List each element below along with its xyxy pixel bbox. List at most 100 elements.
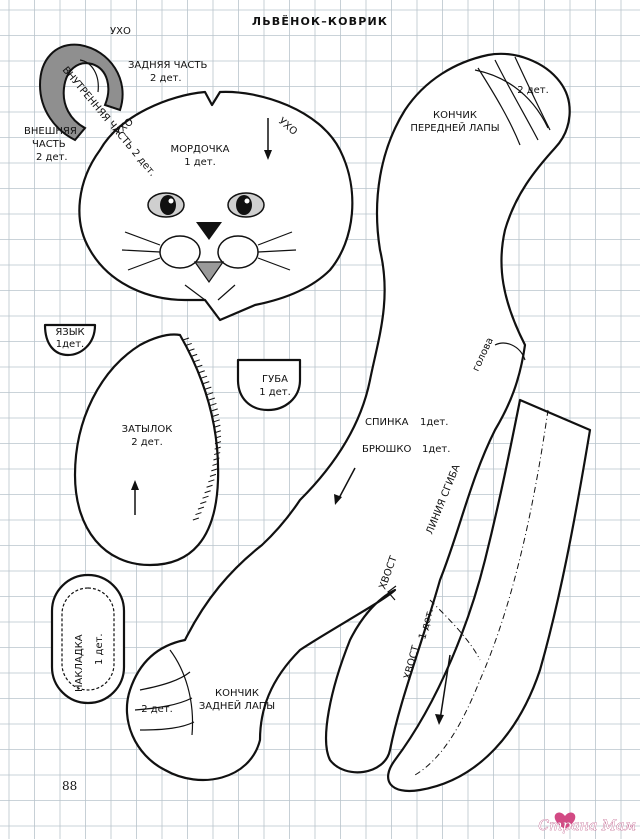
- label-belly-qty: 1дет.: [422, 444, 450, 455]
- grain-arrow-tail: [435, 654, 451, 725]
- seam-tick: [188, 348, 195, 352]
- seam-tick: [211, 408, 218, 412]
- seam-tick: [213, 457, 220, 461]
- label-hind-paw-tip-2: ЗАДНЕЙ ЛАПЫ: [199, 699, 275, 712]
- hind-paw-stripe: [139, 671, 191, 691]
- tail-mark-line: [429, 599, 481, 661]
- front-paw-stripe: [477, 67, 521, 146]
- whiskers: [121, 231, 297, 271]
- seam-tick: [214, 430, 221, 434]
- tail-piece: [387, 398, 592, 793]
- label-back-part-qty: 2 дет.: [150, 73, 182, 84]
- seam-tick: [214, 424, 221, 428]
- seam-tick: [192, 517, 200, 521]
- front-paw-stripe: [494, 59, 539, 141]
- page-title: ЛЬВЁНОК–КОВРИК: [252, 14, 388, 28]
- grain-arrow-body: [334, 467, 356, 505]
- tail-notch: [387, 585, 397, 601]
- seam-tick: [208, 397, 216, 401]
- label-nape-qty: 2 дет.: [131, 437, 163, 448]
- label-front-paw-qty: 2 дет.: [517, 85, 549, 96]
- label-hind-paw-tip-1: КОНЧИК: [215, 688, 259, 699]
- seam-tick: [203, 381, 210, 385]
- label-back: СПИНКА: [365, 417, 409, 428]
- label-back-qty: 1дет.: [420, 417, 448, 428]
- grain-arrow-nape: [131, 480, 139, 515]
- patch-piece: [50, 573, 126, 705]
- seam-tick: [214, 446, 221, 450]
- front-paw-stripe: [514, 56, 551, 131]
- label-tongue: ЯЗЫК: [55, 327, 84, 338]
- left-cheek: [159, 235, 201, 269]
- watermark-text: Страна Мам: [538, 818, 636, 834]
- label-front-paw-tip-1: КОНЧИК: [433, 110, 477, 121]
- label-patch: НАКЛАДКА: [74, 634, 85, 692]
- seam-tick: [214, 435, 222, 439]
- seam-tick: [204, 490, 211, 494]
- mouth-line: [184, 284, 236, 301]
- label-lip-qty: 1 дет.: [259, 387, 291, 398]
- fold-line: [414, 409, 549, 776]
- seam-tick: [198, 370, 205, 374]
- grain-arrow-muzzle: [264, 118, 272, 160]
- label-outer-part-1: ВНЕШНЯЯ: [24, 126, 77, 137]
- seam-tick: [196, 364, 203, 368]
- seam-tick: [190, 353, 198, 357]
- label-outer-part-qty: 2 дет.: [36, 152, 68, 163]
- head-mark-curve: [494, 342, 526, 361]
- hind-paw-tip-line: [169, 649, 194, 736]
- seam-tick: [200, 501, 207, 505]
- ear-piece: [38, 43, 124, 142]
- label-tongue-qty: 1дет.: [56, 339, 84, 350]
- label-ear: УХО: [110, 26, 131, 37]
- seam-tick: [209, 473, 217, 477]
- seam-tick: [212, 462, 219, 466]
- chin-shading: [193, 261, 225, 284]
- label-outer-part-2: ЧАСТЬ: [32, 139, 66, 150]
- seam-tick: [193, 359, 200, 363]
- seam-tick: [200, 375, 208, 379]
- right-eye-icon: [227, 192, 265, 218]
- seam-tick: [206, 484, 213, 488]
- seam-tick: [185, 342, 192, 346]
- label-belly: БРЮШКО: [362, 444, 411, 455]
- nape-seam-ticks: [182, 337, 222, 521]
- seam-tick: [208, 479, 215, 483]
- seam-tick: [182, 337, 190, 341]
- label-hind-paw-qty: 2 дет.: [141, 704, 173, 715]
- seam-tick: [214, 441, 222, 445]
- label-lip: ГУБА: [262, 374, 288, 385]
- label-muzzle: МОРДОЧКА: [170, 144, 229, 155]
- label-muzzle-qty: 1 дет.: [184, 157, 216, 168]
- left-eye-icon: [147, 192, 185, 218]
- seam-tick: [212, 413, 219, 417]
- seam-tick: [205, 386, 212, 390]
- label-front-paw-tip-2: ПЕРЕДНЕЙ ЛАПЫ: [410, 121, 499, 134]
- nose-icon: [196, 222, 222, 240]
- seam-tick: [202, 495, 209, 499]
- seam-tick: [213, 419, 220, 423]
- lip-piece: [236, 358, 302, 412]
- hind-paw-stripe: [134, 697, 193, 711]
- label-back-part: ЗАДНЯЯ ЧАСТЬ: [128, 60, 207, 71]
- seam-tick: [197, 506, 205, 510]
- front-paw-tip-line: [474, 69, 549, 129]
- watermark: Страна Мам: [538, 812, 636, 834]
- ear-inner-line: [79, 59, 99, 93]
- page-number: 88: [62, 779, 77, 793]
- patch-inner-line: [61, 587, 115, 691]
- seam-tick: [211, 468, 218, 472]
- seam-tick: [210, 402, 217, 406]
- seam-tick: [195, 512, 202, 516]
- label-patch-qty: 1 дет.: [94, 633, 105, 665]
- label-nape: ЗАТЫЛОК: [122, 424, 173, 435]
- seam-tick: [214, 452, 221, 456]
- hind-paw-stripe: [139, 721, 195, 731]
- body-piece: [125, 52, 571, 782]
- nape-piece: [73, 333, 220, 567]
- heart-icon: [554, 812, 576, 829]
- tongue-piece: [43, 323, 97, 357]
- right-cheek: [217, 235, 259, 269]
